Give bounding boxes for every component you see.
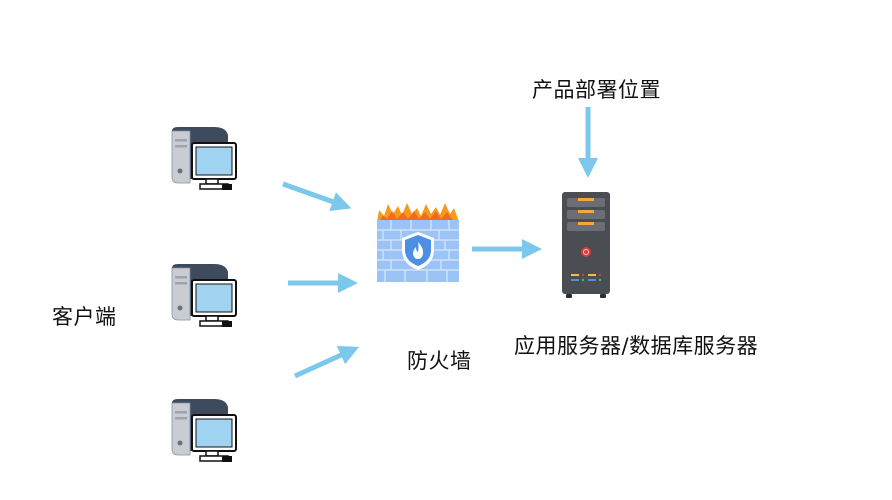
server-node [560, 190, 612, 300]
firewall-node [375, 200, 461, 284]
arrow-client1-to-firewall [282, 181, 352, 212]
server-label: 应用服务器/数据库服务器 [514, 334, 759, 358]
server-tower-icon [562, 192, 610, 298]
firewall-icon [377, 203, 459, 282]
deployment-label: 产品部署位置 [532, 78, 661, 102]
clients-label: 客户端 [52, 305, 117, 329]
arrow-client3-to-firewall [293, 346, 360, 379]
firewall-label: 防火墙 [407, 349, 472, 373]
